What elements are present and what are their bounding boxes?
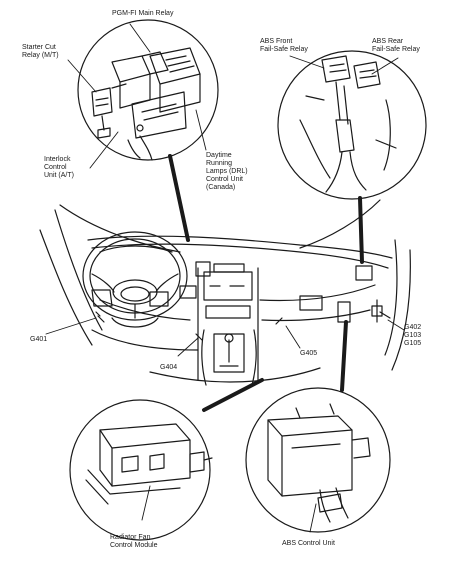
label-pgm-fi-main-relay: PGM-FI Main Relay [112,10,174,17]
label-ground-g404: G404 [160,364,178,371]
label-abs-control-unit: ABS Control Unit [282,540,335,547]
label-abs-front-fail-safe-relay: ABS Front Fail-Safe Relay [260,38,308,53]
label-ground-g405: G405 [300,350,318,357]
abs-unit-pointer [340,320,348,392]
label-interlock-control-unit: Interlock Control Unit (A/T) [44,156,74,179]
ground-leaders [45,317,405,357]
label-ground-g402-g103-g105: G402 G103 G105 [404,324,422,347]
relay-detail-circle [67,19,219,169]
radiator-fan-detail-circle [69,399,213,541]
radiator-fan-pointer [202,378,264,412]
label-drl-control-unit: Daytime Running Lamps (DRL) Control Unit… [206,152,248,191]
label-abs-rear-fail-safe-relay: ABS Rear Fail-Safe Relay [372,38,420,53]
label-ground-g401: G401 [30,336,48,343]
relay-pointer [168,154,190,242]
label-radiator-fan-control-module: Radiator Fan Control Module [110,534,158,549]
label-starter-cut-relay: Starter Cut Relay (M/T) [22,44,59,59]
abs-unit-detail-circle [245,387,391,533]
dashboard-interior [39,199,411,386]
abs-relay-detail-circle [277,50,427,200]
abs-relay-pointer [358,196,364,264]
